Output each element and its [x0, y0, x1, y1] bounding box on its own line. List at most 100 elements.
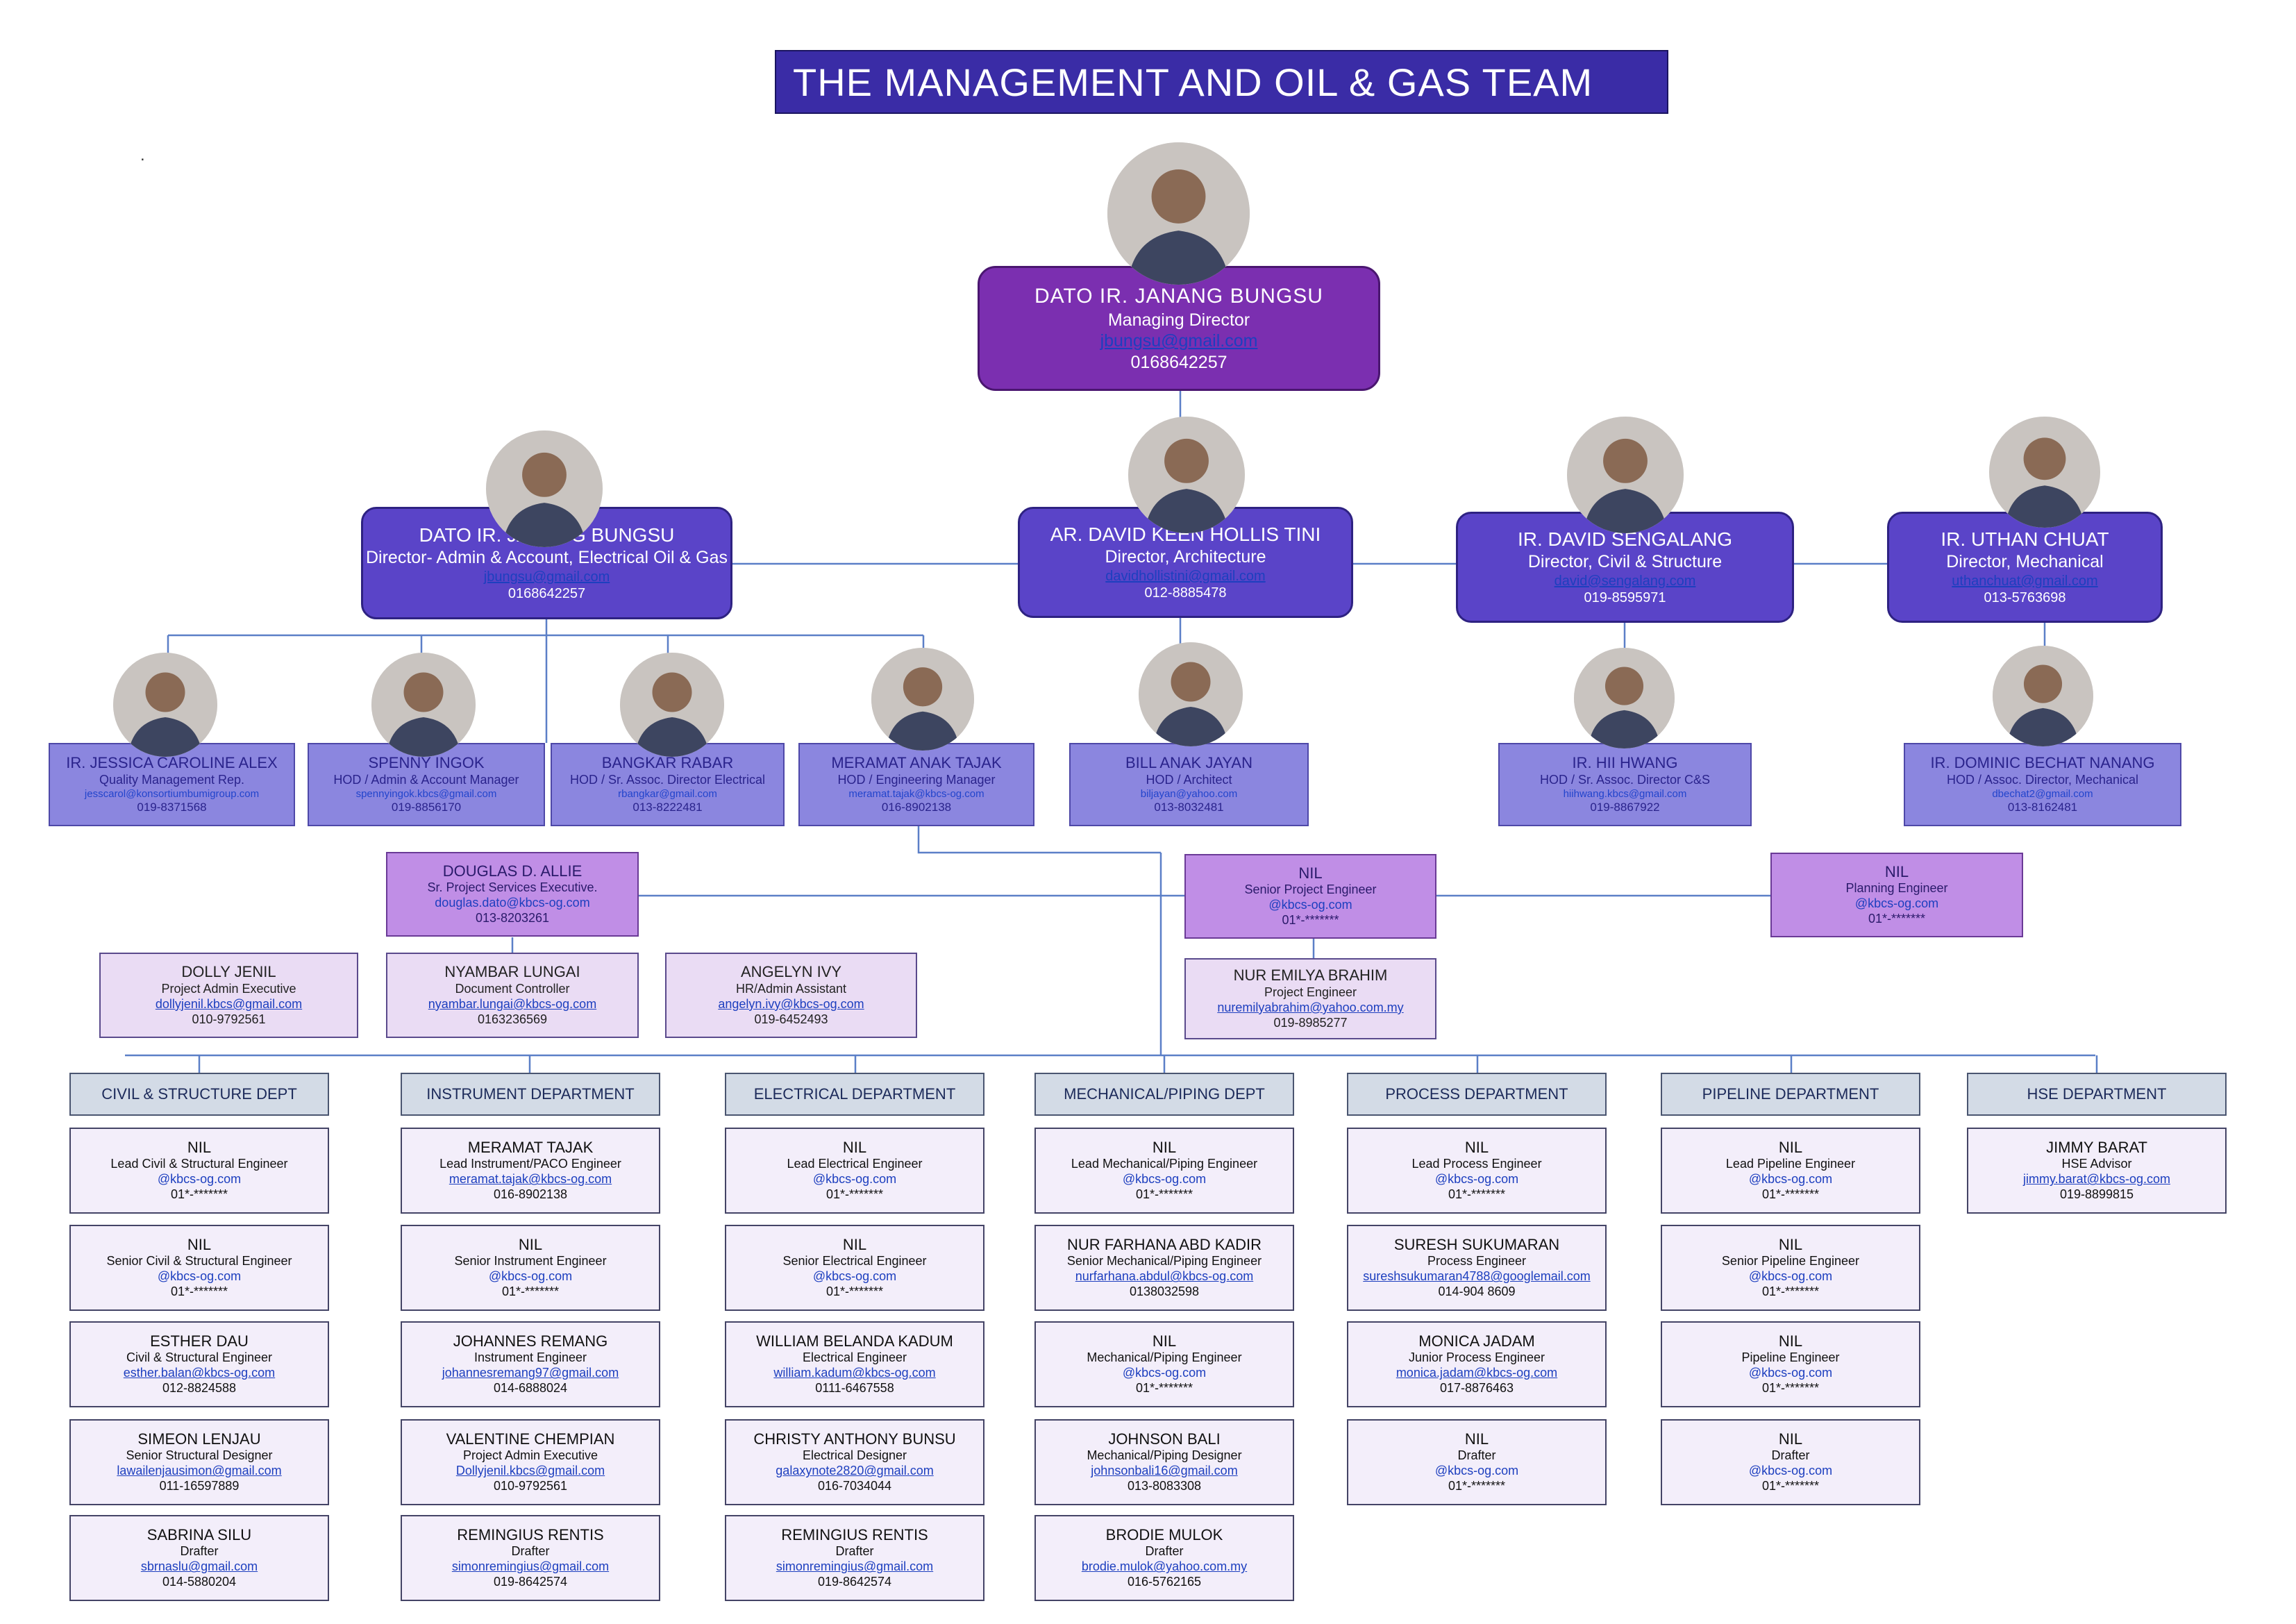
portrait-photo [113, 653, 217, 757]
person-phone: 01*-******* [1761, 1284, 1820, 1299]
person-phone: 01*-******* [1282, 913, 1339, 928]
person-name: SABRINA SILU [146, 1525, 252, 1543]
person-email[interactable]: davidhollistini@gmail.com [1105, 568, 1266, 584]
person-email[interactable]: lawailenjausimon@gmail.com [117, 1464, 282, 1478]
person-email[interactable]: nuremilyabrahim@yahoo.com.my [1217, 1000, 1404, 1014]
person-email[interactable]: @kbcs-og.com [1122, 1172, 1207, 1187]
person-name: NIL [1778, 1332, 1803, 1350]
person-email[interactable]: nurfarhana.abdul@kbcs-og.com [1075, 1269, 1254, 1284]
person-email[interactable]: @kbcs-og.com [1434, 1172, 1519, 1187]
person-email[interactable]: @kbcs-og.com [1748, 1172, 1833, 1187]
person-email[interactable]: jbungsu@gmail.com [1100, 331, 1258, 351]
person-email[interactable]: Dollyjenil.kbcs@gmail.com [455, 1464, 605, 1478]
person-phone: 017-8876463 [1439, 1381, 1514, 1396]
person-role: Managing Director [1107, 310, 1250, 330]
person-email[interactable]: monica.jadam@kbcs-og.com [1396, 1366, 1558, 1380]
person-email[interactable]: @kbcs-og.com [812, 1269, 897, 1284]
person-email[interactable]: johnsonbali16@gmail.com [1091, 1464, 1238, 1478]
person-phone: 01*-******* [501, 1284, 560, 1299]
person-role: Process Engineer [1427, 1254, 1527, 1269]
person-role: Director, Civil & Structure [1527, 552, 1723, 572]
person-name: WILLIAM BELANDA KADUM [756, 1332, 953, 1350]
person-email[interactable]: hiihwang.kbcs@gmail.com [1563, 787, 1687, 800]
person-email[interactable]: david@sengalang.com [1554, 573, 1696, 589]
person-phone: 016-7034044 [817, 1479, 892, 1493]
person-role: Lead Pipeline Engineer [1725, 1157, 1856, 1171]
person-email[interactable]: meramat.tajak@kbcs-og.com [848, 787, 984, 800]
person-email[interactable]: dollyjenil.kbcs@gmail.com [155, 996, 303, 1011]
person-email[interactable]: sureshsukumaran4788@googlemail.com [1363, 1269, 1591, 1284]
person-email[interactable]: @kbcs-og.com [812, 1172, 897, 1187]
person-email[interactable]: @kbcs-og.com [1748, 1269, 1833, 1284]
person-email[interactable]: dbechat2@gmail.com [1992, 787, 2093, 800]
person-email[interactable]: rbangkar@gmail.com [618, 787, 717, 800]
person-email[interactable]: brodie.mulok@yahoo.com.my [1081, 1559, 1248, 1574]
person-role: Civil & Structural Engineer [126, 1350, 273, 1365]
person-email[interactable]: nyambar.lungai@kbcs-og.com [428, 996, 597, 1011]
person-email[interactable]: @kbcs-og.com [1748, 1366, 1833, 1380]
portrait-photo [486, 430, 603, 547]
person-role: Drafter [1771, 1448, 1810, 1463]
person-role: Project Admin Executive [161, 981, 296, 996]
person-email[interactable]: galaxynote2820@gmail.com [776, 1464, 934, 1478]
person-email[interactable]: esther.balan@kbcs-og.com [123, 1366, 276, 1380]
person-phone: 013-8032481 [1154, 801, 1224, 814]
person-email[interactable]: @kbcs-og.com [157, 1269, 242, 1284]
person-name: ESTHER DAU [150, 1332, 249, 1350]
person-email[interactable]: spennyingok.kbcs@gmail.com [355, 787, 497, 800]
person-email[interactable]: sbrnaslu@gmail.com [140, 1559, 258, 1574]
person-email[interactable]: @kbcs-og.com [488, 1269, 573, 1284]
person-email[interactable]: johannesremang97@gmail.com [442, 1366, 619, 1380]
person-phone: 01*-******* [826, 1187, 884, 1202]
person-email[interactable]: @kbcs-og.com [1434, 1464, 1519, 1478]
person-email[interactable]: angelyn.ivy@kbcs-og.com [718, 996, 864, 1011]
person-email[interactable]: @kbcs-og.com [1122, 1366, 1207, 1380]
person-name: NIL [1464, 1430, 1489, 1448]
person-email[interactable]: meramat.tajak@kbcs-og.com [449, 1172, 612, 1187]
person-email[interactable]: jesscarol@konsortiumbumigroup.com [84, 787, 260, 800]
department-header: INSTRUMENT DEPARTMENT [401, 1073, 660, 1116]
person-email[interactable]: william.kadum@kbcs-og.com [773, 1366, 936, 1380]
person-email[interactable]: @kbcs-og.com [1854, 896, 1939, 911]
person-email[interactable]: @kbcs-og.com [1748, 1464, 1833, 1478]
person-email[interactable]: @kbcs-og.com [157, 1172, 242, 1187]
person-phone: 0168642257 [1130, 352, 1227, 372]
person-name: NIL [1778, 1138, 1803, 1156]
person-name: SPENNY INGOK [368, 754, 485, 772]
person-phone: 016-8902138 [881, 801, 952, 814]
person-name: SIMEON LENJAU [137, 1430, 261, 1448]
person-name: NUR FARHANA ABD KADIR [1067, 1235, 1262, 1253]
person-email[interactable]: douglas.dato@kbcs-og.com [435, 896, 590, 910]
person-name: MERAMAT TAJAK [467, 1138, 594, 1156]
person-email[interactable]: @kbcs-og.com [1268, 898, 1352, 912]
person-email[interactable]: biljayan@yahoo.com [1140, 787, 1238, 800]
person-name: MONICA JADAM [1418, 1332, 1535, 1350]
person-email[interactable]: simonremingius@gmail.com [776, 1559, 934, 1574]
person-role: HOD / Sr. Assoc. Director C&S [1539, 772, 1711, 787]
person-role: HOD / Sr. Assoc. Director Electrical [569, 772, 766, 787]
person-name: NIL [842, 1235, 867, 1253]
person-name: JIMMY BARAT [2046, 1138, 2147, 1156]
person-email[interactable]: jimmy.barat@kbcs-og.com [2023, 1172, 2170, 1187]
person-email[interactable]: jbungsu@gmail.com [483, 569, 610, 585]
person-email[interactable]: uthanchuat@gmail.com [1952, 573, 2098, 589]
person-name: NYAMBAR LUNGAI [444, 963, 580, 981]
person-email[interactable]: simonremingius@gmail.com [451, 1559, 610, 1574]
person-role: Mechanical/Piping Designer [1087, 1448, 1242, 1463]
person-name: IR. HII HWANG [1572, 754, 1678, 772]
person-role: Director- Admin & Account, Electrical Oi… [365, 548, 728, 568]
